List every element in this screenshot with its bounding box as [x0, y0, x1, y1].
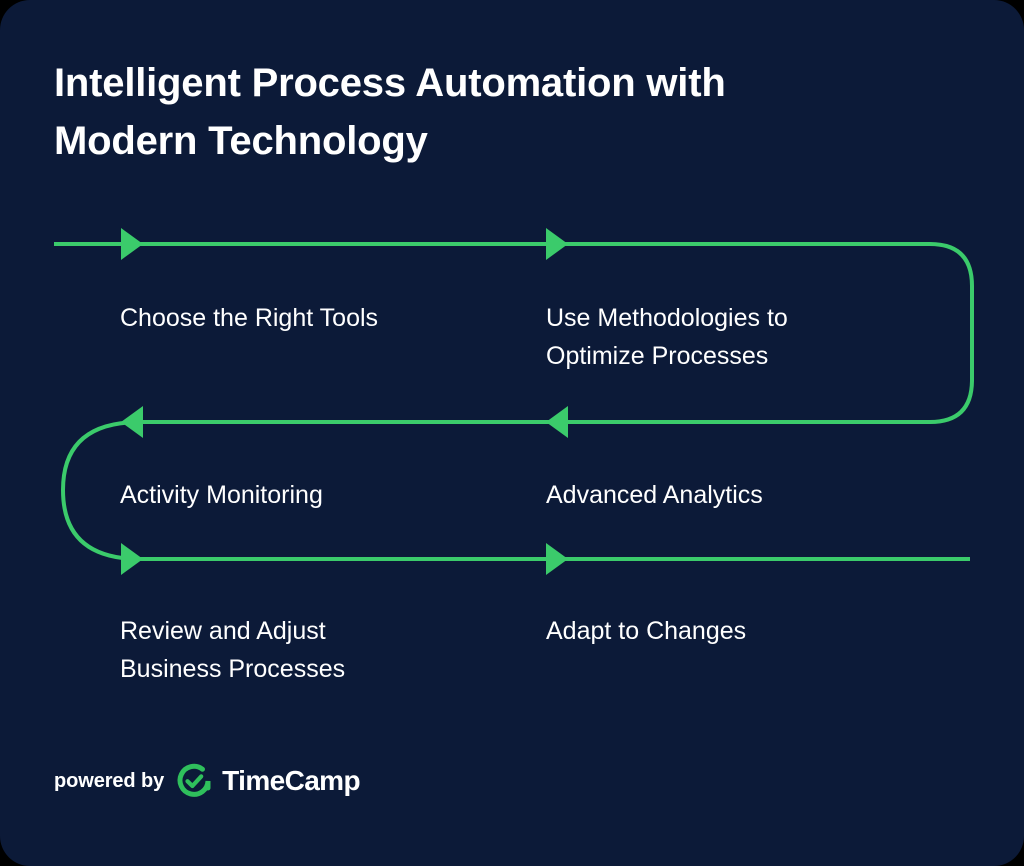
arrowhead-row-3-b — [546, 543, 568, 575]
brand-name-label: TimeCamp — [222, 765, 360, 796]
step-label-adapt-to-changes: Adapt to Changes — [546, 617, 747, 645]
arrowhead-row-2-a — [121, 406, 143, 438]
arrowhead-row-3-a — [121, 543, 143, 575]
step-label-activity-monitoring: Activity Monitoring — [120, 481, 323, 509]
timecamp-check-circle-icon — [177, 763, 211, 797]
step-label-review-and-adjust-business-processes: Review and Adjust Business Processes — [120, 617, 346, 683]
timecamp-logo-lockup: TimeCamp — [175, 762, 361, 800]
page-title: Intelligent Process Automation with Mode… — [54, 61, 726, 163]
arrowhead-row-1-a — [121, 228, 143, 260]
powered-by-label: powered by — [54, 769, 165, 792]
footer-branding: powered by TimeCamp — [54, 762, 361, 800]
step-label-use-methodologies-to-optimize-processes: Use Methodologies to Optimize Processes — [546, 304, 788, 370]
step-label-advanced-analytics: Advanced Analytics — [546, 481, 763, 509]
arrowhead-row-1-b — [546, 228, 568, 260]
step-label-choose-the-right-tools: Choose the Right Tools — [120, 304, 379, 332]
arrowhead-row-2-b — [546, 406, 568, 438]
